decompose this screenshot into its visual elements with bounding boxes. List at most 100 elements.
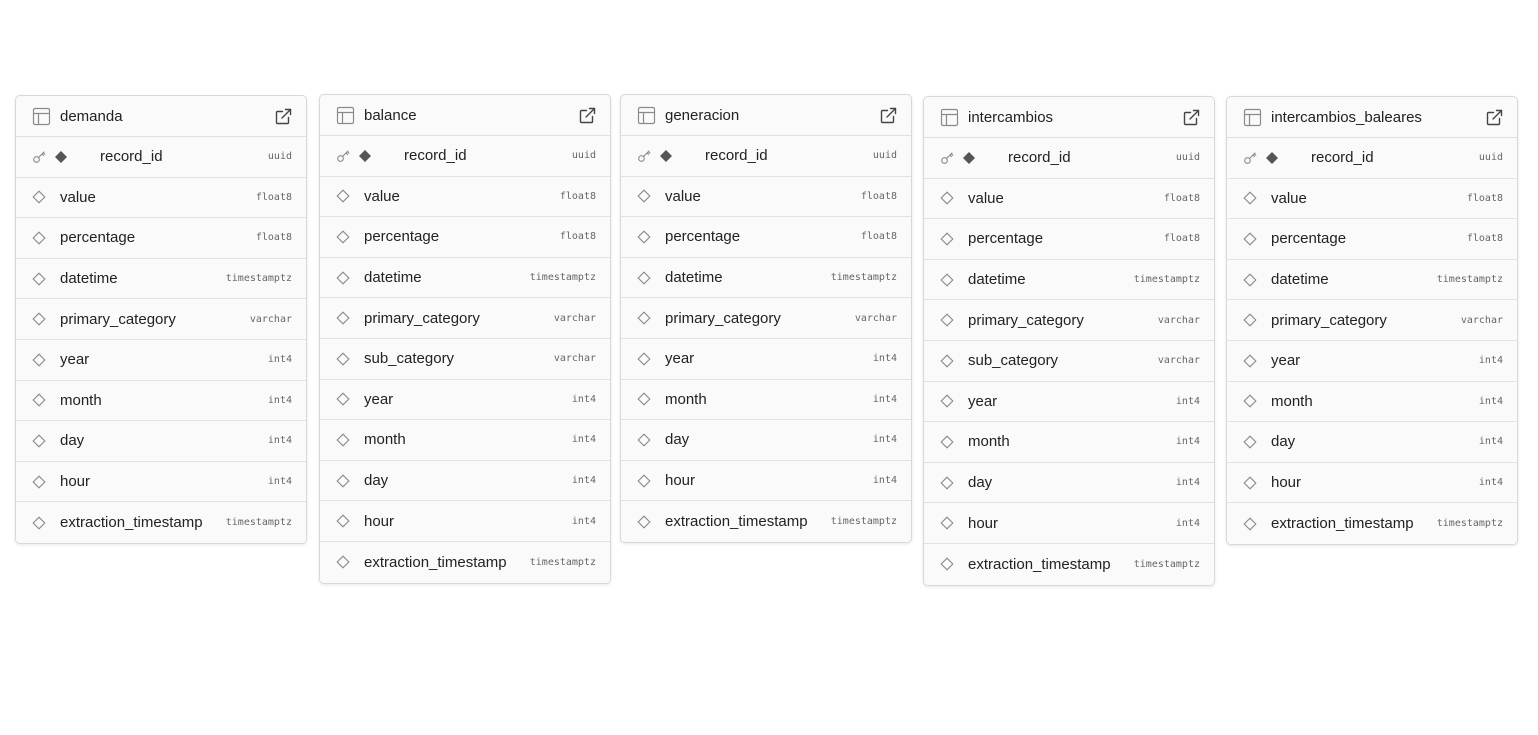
diamond-outline-icon <box>32 231 46 245</box>
column-name: day <box>665 431 690 449</box>
column-type: varchar <box>854 312 897 324</box>
diamond-outline-icon <box>1243 517 1257 531</box>
external-link-icon[interactable] <box>1183 109 1200 126</box>
column-name: value <box>665 187 701 205</box>
column-row[interactable]: month int4 <box>621 379 911 421</box>
table-icon <box>940 108 959 126</box>
column-icons <box>32 150 100 164</box>
column-type: int4 <box>1478 395 1503 407</box>
column-name: datetime <box>1271 271 1329 289</box>
table-header[interactable]: intercambios_baleares <box>1227 97 1517 138</box>
table-name: intercambios_baleares <box>1271 108 1422 126</box>
key-icon <box>638 150 651 162</box>
external-link-icon[interactable] <box>275 108 292 125</box>
column-name: primary_category <box>1271 311 1387 329</box>
column-name: month <box>665 390 707 408</box>
table-header[interactable]: demanda <box>16 96 306 137</box>
column-icons <box>336 514 364 528</box>
column-type: int4 <box>267 476 292 488</box>
column-icons <box>336 352 364 366</box>
diamond-outline-icon <box>637 515 651 529</box>
column-type: timestamptz <box>529 272 596 284</box>
table-icon <box>1243 108 1262 126</box>
column-name: percentage <box>364 228 440 246</box>
external-link-icon[interactable] <box>579 107 596 124</box>
column-name: primary_category <box>665 309 781 327</box>
column-name: hour <box>1271 474 1302 492</box>
column-name: extraction_timestamp <box>665 513 808 531</box>
key-icon <box>941 152 954 164</box>
table-header[interactable]: generacion <box>621 95 911 136</box>
table-header[interactable]: intercambios <box>924 97 1214 138</box>
column-type: int4 <box>1175 517 1200 529</box>
column-row[interactable]: primary_category varchar <box>621 298 911 339</box>
column-type: int4 <box>267 435 292 447</box>
column-name: percentage <box>665 228 741 246</box>
column-name: value <box>968 189 1004 207</box>
diamond-outline-icon <box>1243 232 1257 246</box>
diamond-outline-icon <box>32 474 46 489</box>
column-type: int4 <box>872 393 897 405</box>
external-link-icon[interactable] <box>1486 109 1503 126</box>
column-type: float8 <box>1466 233 1503 245</box>
external-link-icon[interactable] <box>880 107 897 124</box>
table-header[interactable]: balance <box>320 95 610 136</box>
